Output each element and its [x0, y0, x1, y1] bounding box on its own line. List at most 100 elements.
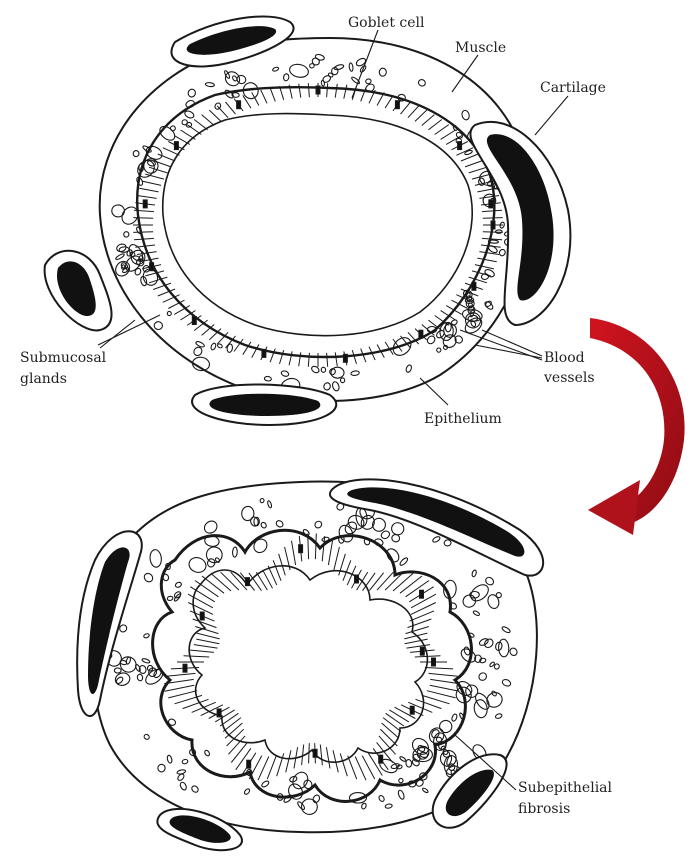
- epithelial-cell-wall: [217, 106, 228, 118]
- goblet-cell-mark: [313, 749, 317, 757]
- epithelial-cell-wall: [363, 573, 376, 591]
- label-subepithelial-1: Subepithelial: [518, 780, 613, 796]
- goblet-cell-mark: [183, 664, 187, 672]
- submucosa-cell: [484, 300, 495, 310]
- epithelial-cell-wall: [465, 161, 483, 167]
- submucosa-cell: [281, 370, 290, 377]
- submucosa-cell: [340, 378, 345, 383]
- goblet-cell-mark: [262, 349, 266, 357]
- submucosa-cell: [328, 72, 334, 78]
- submucosa-cell: [499, 249, 507, 257]
- epithelial-cell-wall: [430, 685, 460, 691]
- epithelial-cell-wall: [187, 125, 201, 135]
- submucosa-cell: [175, 581, 183, 588]
- transition-arrow: [588, 318, 685, 535]
- submucosa-cell: [143, 633, 150, 639]
- epithelial-cell-wall: [401, 102, 411, 114]
- submucosa-cell: [334, 64, 345, 71]
- submucosa-cell: [264, 376, 272, 381]
- submucosa-cell: [495, 713, 503, 719]
- submucosa-cell: [204, 749, 211, 756]
- submucosa-cell: [379, 68, 386, 76]
- goblet-cell-mark: [316, 86, 320, 94]
- submucosa-cell: [463, 646, 471, 655]
- submucosa-cell: [137, 674, 144, 682]
- submucosa-cell: [312, 794, 321, 804]
- submucosa-cell: [509, 647, 519, 657]
- submucosa-cell: [111, 204, 125, 218]
- label-muscle: Muscle: [455, 40, 506, 56]
- label-cartilage: Cartilage: [540, 80, 606, 96]
- epithelial-cell-wall: [139, 188, 158, 192]
- epithelial-cell-wall: [348, 756, 357, 779]
- epithelial-cell-wall: [344, 85, 347, 99]
- epithelial-cell-wall: [475, 265, 494, 269]
- epithelial-cell-wall: [422, 115, 435, 126]
- epithelial-cell-wall: [226, 102, 236, 114]
- submucosa-cell: [426, 335, 437, 346]
- submucosa-cell: [501, 626, 511, 634]
- epithelial-cell-wall: [194, 120, 207, 130]
- submucosa-cell: [351, 370, 360, 376]
- submucosa-cell: [143, 572, 155, 584]
- epithelial-cell-wall: [149, 277, 167, 283]
- epithelial-cell-wall: [479, 196, 499, 199]
- epithelial-cell-wall: [137, 196, 157, 199]
- submucosa-cell: [288, 63, 309, 79]
- submucosa-cell: [283, 73, 289, 81]
- epithelial-cell-wall: [385, 95, 393, 108]
- epithelial-cell-wall: [482, 210, 502, 211]
- label-goblet-cell: Goblet cell: [348, 15, 425, 31]
- goblet-cell-mark: [174, 142, 178, 150]
- epithelial-cell-wall: [428, 120, 441, 130]
- submucosa-cell: [314, 520, 323, 529]
- epithelial-cell-wall: [133, 218, 153, 219]
- submucosa-cell: [315, 54, 325, 62]
- epithelial-cell-wall: [309, 743, 310, 763]
- submucosa-cell: [275, 519, 284, 528]
- submucosa-cell: [167, 311, 172, 316]
- submucosa-cell: [187, 555, 208, 574]
- epithelial-cell-wall: [209, 110, 221, 121]
- epithelial-cell-wall: [328, 541, 332, 565]
- epithelial-cell-wall: [483, 218, 503, 219]
- goblet-cell-mark: [432, 658, 436, 666]
- epithelial-cell-wall: [270, 349, 275, 363]
- epithelial-cell-wall: [289, 351, 292, 365]
- epithelial-cell-wall: [429, 673, 458, 676]
- submucosa-cell: [439, 720, 452, 733]
- submucosa-cell: [149, 549, 162, 568]
- submucosa-cell: [321, 367, 326, 372]
- submucosa-cell: [329, 368, 337, 376]
- goblet-cell-mark: [458, 142, 462, 150]
- epithelial-cell-wall: [327, 83, 328, 97]
- label-blood-vessels-1: Blood: [544, 350, 585, 366]
- remodeled-lumen: [189, 566, 427, 762]
- submucosa-cell: [267, 500, 272, 508]
- submucosa-cell: [478, 637, 489, 646]
- epithelial-cell-wall: [168, 691, 197, 698]
- submucosa-cell: [397, 789, 405, 800]
- epithelial-cell-wall: [425, 668, 453, 669]
- epithelial-cell-wall: [142, 181, 161, 185]
- submucosa-cell: [154, 322, 162, 330]
- submucosa-cell: [182, 759, 189, 765]
- epithelial-cell-wall: [308, 353, 309, 367]
- epithelial-cell-wall: [482, 238, 502, 239]
- submucosa-cell: [464, 150, 473, 156]
- submucosa-cell: [121, 265, 125, 270]
- epithelial-cell-wall: [315, 534, 316, 560]
- epithelial-cell-wall: [181, 130, 196, 139]
- submucosa-cell: [451, 713, 458, 722]
- goblet-cell-mark: [420, 590, 424, 598]
- submucosa-cell: [495, 230, 502, 234]
- submucosa-cell: [158, 764, 165, 772]
- submucosa-cell: [202, 519, 219, 536]
- epithelial-cell-wall: [377, 572, 393, 590]
- epithelial-cell-wall: [299, 352, 301, 366]
- submucosa-cell: [422, 787, 429, 793]
- submucosa-cell: [405, 364, 412, 373]
- submucosa-cell: [477, 671, 488, 682]
- submucosa-cell: [501, 678, 511, 687]
- submucosa-cell: [286, 782, 305, 802]
